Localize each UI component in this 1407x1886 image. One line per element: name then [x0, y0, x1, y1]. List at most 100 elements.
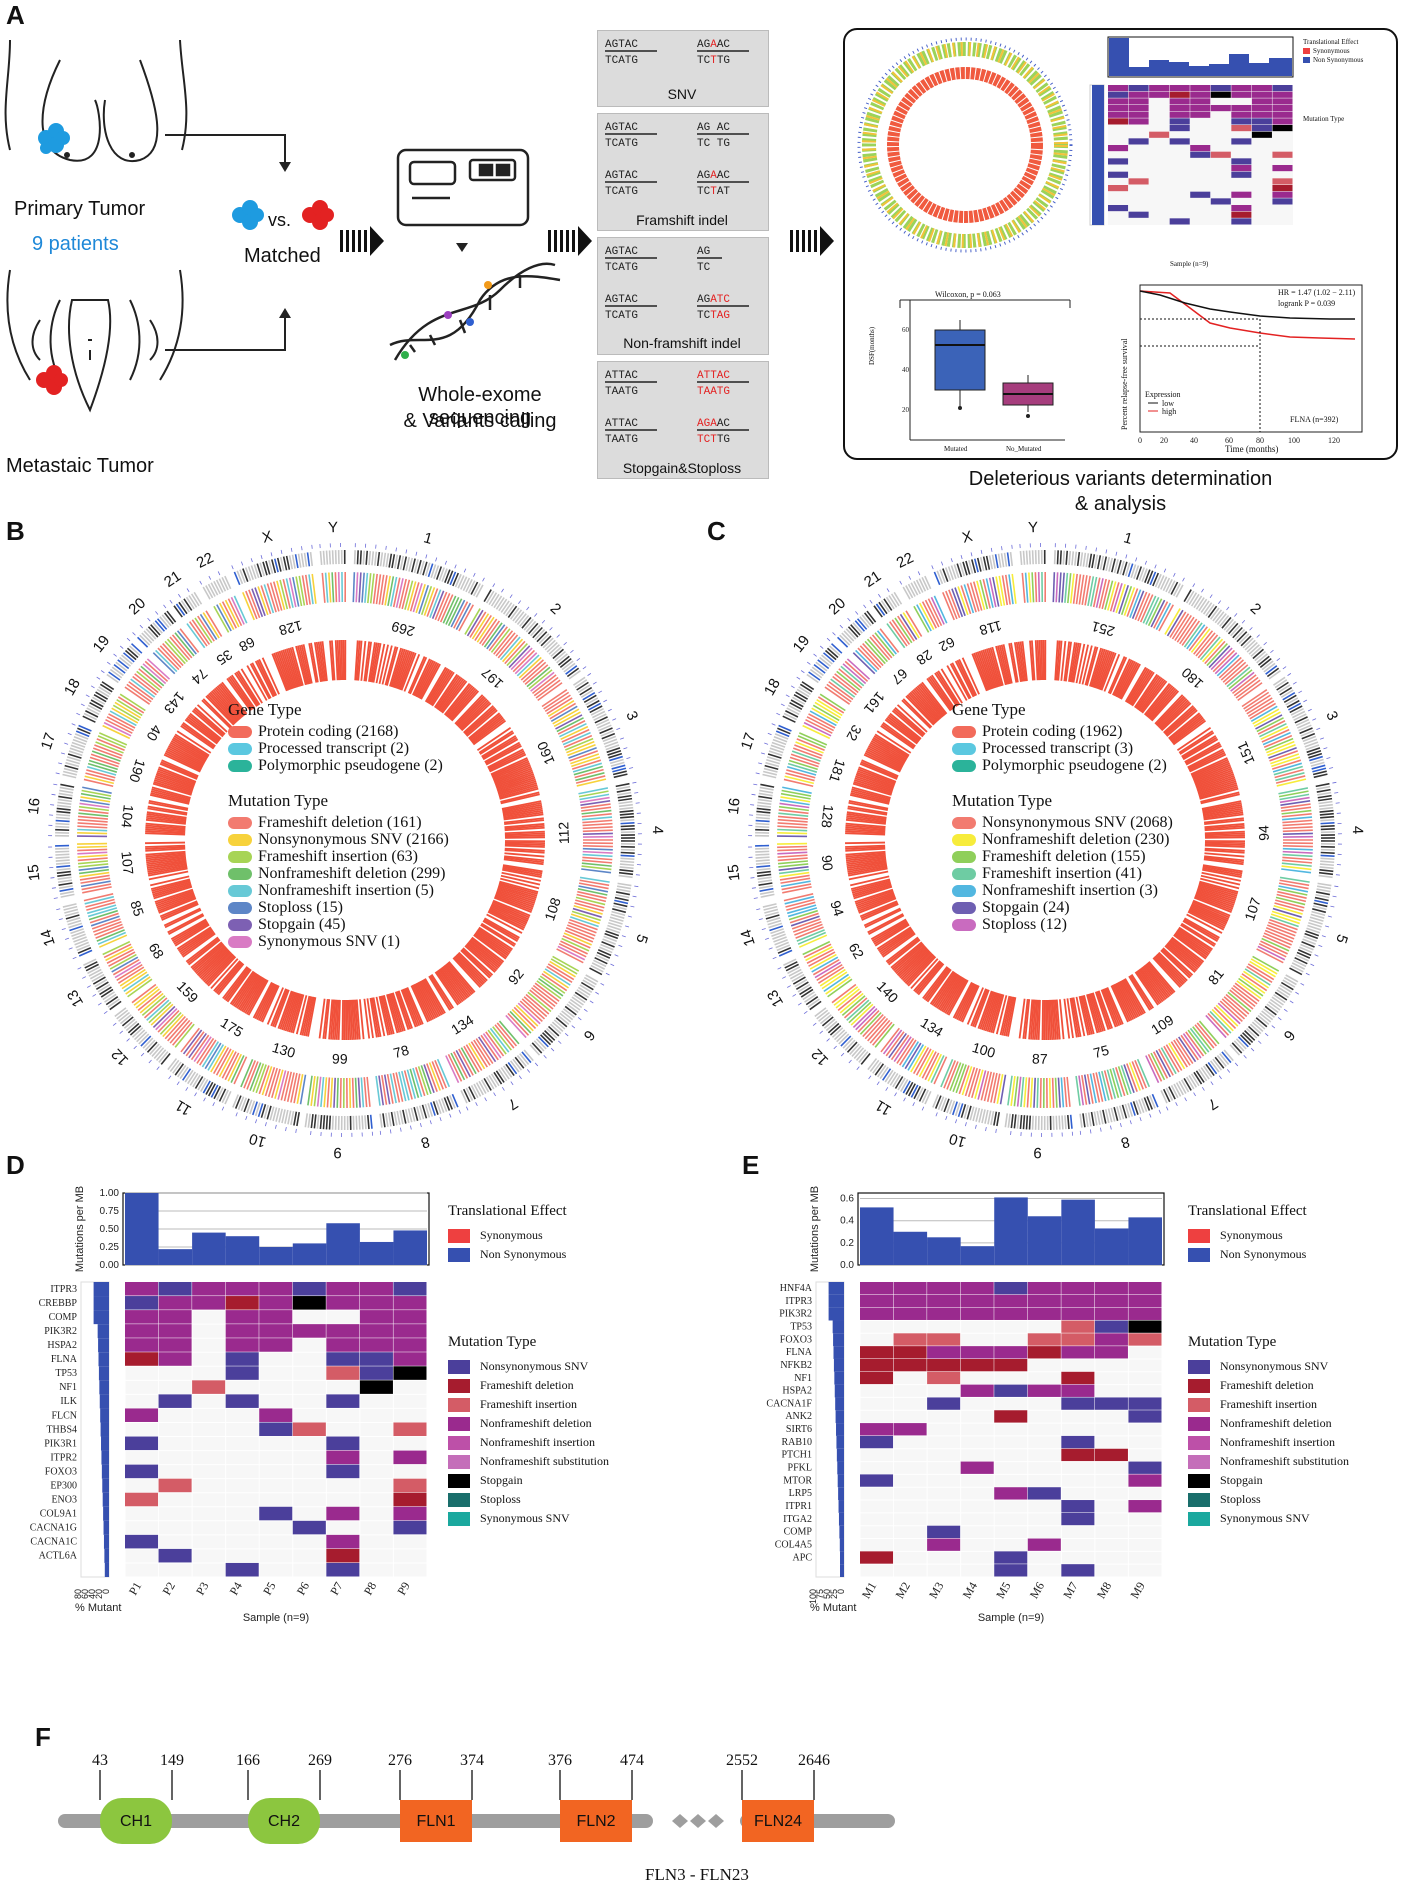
- mutation-cell: [1094, 1294, 1128, 1308]
- b-mut-swatch: [228, 901, 252, 914]
- mutant-bar: [833, 1358, 844, 1372]
- mutation-cell: [359, 1352, 393, 1366]
- fln-gap-label: FLN3 - FLN23: [645, 1865, 749, 1884]
- chromosome-label: 19: [790, 632, 814, 656]
- legend-d-mt-item-6: Stopgain: [448, 1471, 648, 1490]
- mutation-cell: [225, 1282, 259, 1296]
- striped-arrow-2: [548, 226, 592, 256]
- mini-cell: [1231, 91, 1252, 98]
- mini-cell: [1149, 131, 1170, 138]
- mutation-cell: [292, 1324, 326, 1338]
- c-mut-type-5: Stopgain (24): [952, 899, 1173, 916]
- mutation-cell: [259, 1282, 293, 1296]
- mutation-cell: [860, 1346, 894, 1359]
- svg-text:20: 20: [902, 406, 910, 414]
- mutation-count-label: 160: [534, 739, 558, 767]
- metastatic-tumor-label: Metastaic Tumor: [6, 455, 154, 477]
- mini-cell: [1128, 85, 1149, 92]
- chromosome-label: 15: [725, 864, 744, 882]
- mutation-cell: [125, 1282, 159, 1296]
- b-mut-swatch: [228, 884, 252, 897]
- mini-cell: [1108, 105, 1129, 112]
- legend-d-mt-swatch: [448, 1473, 470, 1488]
- mutation-count-label: 108: [541, 895, 564, 922]
- mutation-cell: [1061, 1564, 1095, 1577]
- mutation-cell: [927, 1397, 961, 1410]
- mutation-count-label: 159: [174, 978, 202, 1006]
- mutation-cell: [393, 1366, 427, 1380]
- mutation-count-label: 128: [277, 618, 304, 639]
- sample-label: P9: [394, 1580, 412, 1598]
- legend-e-syn-label: Synonymous: [1220, 1228, 1283, 1242]
- mutant-bar: [837, 1474, 844, 1488]
- legend-e-mt-swatch: [1188, 1435, 1210, 1450]
- c-gene-type-1: Processed transcript (3): [952, 740, 1173, 757]
- gene-label: ITPR3: [785, 1296, 812, 1307]
- legend-d-mt-label: Synonymous SNV: [480, 1511, 570, 1525]
- mutation-cell: [994, 1487, 1028, 1500]
- mutant-bar: [836, 1423, 844, 1436]
- mini-cell: [1272, 185, 1293, 192]
- mutation-count-label: 181: [826, 757, 849, 784]
- c-gene-type-1-label: Processed transcript (3): [982, 739, 1134, 757]
- mutation-cell: [1094, 1333, 1128, 1346]
- mini-cell: [1251, 91, 1272, 98]
- mini-cell: [1251, 131, 1272, 138]
- mini-cell: [1272, 125, 1293, 132]
- c-mut-type-2: Frameshift deletion (155): [952, 848, 1173, 865]
- svg-text:80: 80: [1256, 436, 1264, 445]
- mutation-cell: [1128, 1294, 1162, 1308]
- mutant-bar: [832, 1320, 844, 1334]
- mutation-cell: [259, 1338, 293, 1352]
- mini-cell: [1272, 111, 1293, 118]
- legend-d-mt-swatch: [448, 1416, 470, 1431]
- legend-e-mt-item-2: Frameshift insertion: [1188, 1395, 1388, 1414]
- gene-label: EP300: [50, 1481, 77, 1492]
- chromosome-label: Y: [328, 519, 339, 536]
- svg-text:TCATG: TCATG: [605, 138, 638, 150]
- mini-cell: [1190, 98, 1211, 105]
- c-mut-swatch: [952, 833, 976, 846]
- legend-d-mt-item-0: Nonsynonymous SNV: [448, 1357, 648, 1376]
- mutation-cell: [860, 1371, 894, 1385]
- chromosome-label: 14: [737, 927, 758, 948]
- mutation-cell: [192, 1380, 226, 1394]
- mini-cell: [1251, 111, 1272, 118]
- mutation-cell: [259, 1422, 293, 1437]
- svg-text:TCTAG: TCTAG: [697, 310, 730, 322]
- chromosome-label: 8: [1119, 1133, 1131, 1152]
- mutation-cell: [1061, 1333, 1095, 1346]
- gene-label: NFKB2: [780, 1360, 812, 1371]
- mutation-cell: [860, 1307, 894, 1320]
- chromosome-label: 13: [64, 987, 87, 1010]
- result-label-1: Deleterious variants determination: [968, 468, 1273, 490]
- mutant-tick: 60: [80, 1589, 90, 1599]
- mutant-tick: 25: [829, 1589, 839, 1599]
- mutation-count-label: 104: [118, 804, 136, 829]
- chromosome-label: 5: [1332, 932, 1351, 945]
- chromosome-label: 1: [1122, 529, 1135, 548]
- mutation-cell: [860, 1282, 894, 1295]
- mutation-cell: [893, 1333, 927, 1346]
- domain-fln2: [560, 1800, 632, 1842]
- legend-e-mt-swatch: [1188, 1473, 1210, 1488]
- mutation-count-label: 62: [846, 940, 868, 962]
- mutation-cell: [1094, 1397, 1128, 1410]
- mutation-count-label: 109: [1148, 1011, 1176, 1037]
- mutation-cell: [359, 1380, 393, 1394]
- gene-label: PIK3R2: [779, 1309, 812, 1320]
- mutation-cell: [1128, 1410, 1162, 1423]
- mutation-cell: [158, 1324, 192, 1338]
- gene-label: FLCN: [51, 1410, 77, 1421]
- legend-e-mt-title: Mutation Type: [1188, 1334, 1277, 1350]
- svg-text:AGTAC: AGTAC: [605, 39, 638, 51]
- gene-label: COL4A5: [775, 1540, 812, 1551]
- gene-label: HSPA2: [47, 1340, 77, 1351]
- mutation-cell: [860, 1358, 894, 1372]
- variant-box-framshift: [597, 113, 769, 231]
- mutant-label: % Mutant: [810, 1602, 856, 1614]
- mutation-count-label: 67: [888, 665, 910, 687]
- b-gene-type-1: Processed transcript (2): [228, 740, 449, 757]
- svg-text:TCATG: TCATG: [605, 55, 638, 67]
